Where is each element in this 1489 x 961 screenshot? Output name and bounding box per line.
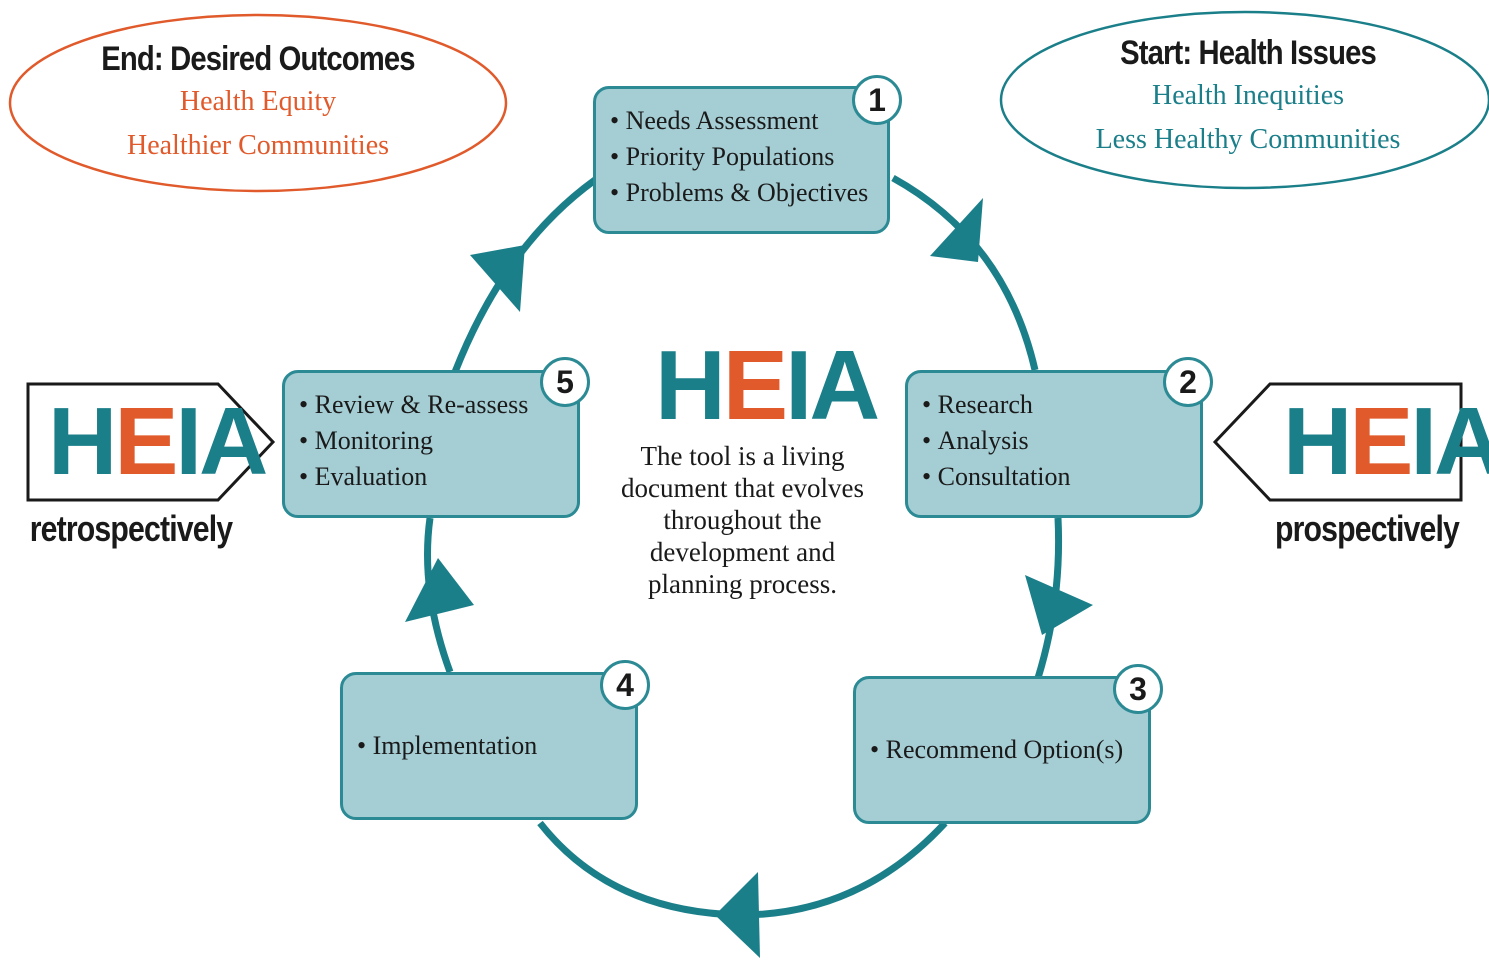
end-desired-outcomes: End: Desired Outcomes Health Equity Heal… [40,38,476,168]
step-2-number-badge: 2 [1163,357,1213,407]
step-4-item: Implementation [357,728,538,764]
logo-letter-i: I [175,388,202,495]
step-5-item: Review & Re-assess [299,387,567,423]
step-1-item: Priority Populations [610,139,877,175]
step-5-number-badge: 5 [540,357,590,407]
logo-letter-h: H [1283,388,1352,495]
logo-letter-e: E [722,330,788,440]
center-description: The tool is a living document that evolv… [621,441,864,599]
step-2-item: Consultation [922,459,1190,495]
logo-letter-h: H [655,330,726,440]
start-ellipse-outline [999,10,1489,190]
step-2-item: Research [922,387,1190,423]
start-issue-2: Less Healthy Communities [1095,124,1401,155]
step-2-box: Research Analysis Consultation [905,370,1203,518]
step-1-item: Needs Assessment [610,103,877,139]
start-health-issues: Start: Health Issues Health Inequities L… [1030,32,1466,162]
step-1-number-badge: 1 [852,75,902,125]
left-heia-logo: HEIA [48,392,268,492]
step-3-item: Recommend Option(s) [870,732,1124,768]
logo-letter-i: I [785,330,812,440]
arrow-1-to-2 [930,198,983,262]
right-tag-shape [1212,382,1463,502]
arrow-2-to-3 [1025,575,1093,635]
logo-letter-h: H [48,388,117,495]
step-5-item: Evaluation [299,459,567,495]
arrow-3-to-4 [715,872,760,958]
step-4-number-badge: 4 [600,660,650,710]
prospectively-label: prospectively [1274,508,1460,549]
cycle-arc-5-1 [451,177,598,374]
end-ellipse-outline [8,13,508,193]
start-title: Start: Health Issues [1120,34,1377,72]
retrospectively-label: retrospectively [29,508,233,549]
step-5-box: Review & Re-assess Monitoring Evaluation [282,370,580,518]
logo-letter-a: A [1434,388,1489,495]
end-outcome-2: Healthier Communities [126,130,390,161]
step-3-box: Recommend Option(s) [853,676,1151,824]
logo-letter-e: E [1349,388,1413,495]
step-2-item: Analysis [922,423,1190,459]
end-outcome-1: Health Equity [179,86,337,117]
arrow-4-to-5 [405,558,474,622]
end-title: End: Desired Outcomes [101,40,415,78]
left-tag-shape [26,382,276,502]
center-heia-logo: HEIA [655,335,880,435]
logo-letter-i: I [1410,388,1437,495]
step-3-number-badge: 3 [1113,664,1163,714]
logo-letter-a: A [199,388,268,495]
step-1-item: Problems & Objectives [610,175,877,211]
arrow-5-to-1 [470,245,525,312]
cycle-arc-1-2 [891,174,1039,371]
step-4-box: Implementation [340,672,638,820]
logo-letter-e: E [114,388,178,495]
logo-letter-a: A [809,330,880,440]
step-1-box: Needs Assessment Priority Populations Pr… [593,86,890,234]
start-issue-1: Health Inequities [1151,80,1345,111]
step-5-item: Monitoring [299,423,567,459]
right-heia-logo: HEIA [1283,392,1489,492]
cycle-arrows [405,198,1093,958]
